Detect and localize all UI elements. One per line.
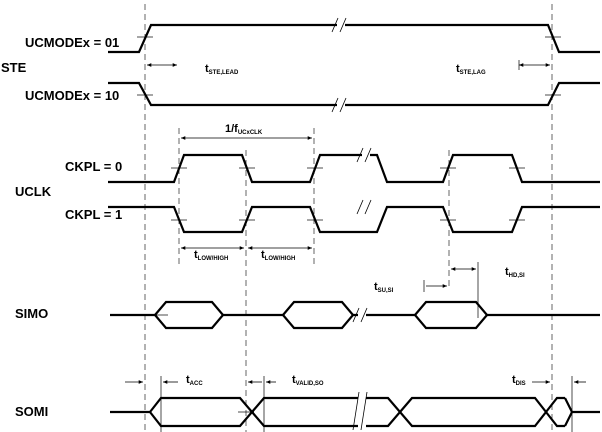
t-acc-label: tACC: [186, 374, 203, 387]
somi-label: SOMI: [15, 404, 48, 419]
waveform-ckpl-1: [108, 199, 600, 234]
ste-label: STE: [1, 60, 27, 75]
t-hd-si-label: tHD,SI: [505, 266, 525, 279]
signal-labels: UCMODEx = 01 STE UCMODEx = 10 CKPL = 0 U…: [1, 35, 122, 419]
t-low-high-label-2: tLOW/HIGH: [261, 249, 295, 262]
ckpl-1-label: CKPL = 1: [65, 207, 122, 222]
t-low-high-label-1: tLOW/HIGH: [194, 249, 228, 262]
waveform-ucmode-10: [108, 81, 600, 113]
ucmode-01-label: UCMODEx = 01: [25, 35, 119, 50]
t-dis-label: tDIS: [512, 374, 526, 387]
t-valid-so-label: tVALID,SO: [292, 374, 324, 387]
simo-label: SIMO: [15, 306, 48, 321]
timing-labels: tSTE,LEAD tSTE,LAG 1/fUCxCLK tLOW/HIGH t…: [186, 63, 526, 387]
t-ste-lag-label: tSTE,LAG: [456, 63, 486, 76]
t-ste-lead-label: tSTE,LEAD: [205, 63, 239, 76]
ucmode-10-label: UCMODEx = 10: [25, 88, 119, 103]
uclk-label: UCLK: [15, 184, 52, 199]
timing-arrows: [125, 60, 586, 432]
t-su-si-label: tSU,SI: [374, 281, 394, 294]
ckpl-0-label: CKPL = 0: [65, 159, 122, 174]
edge-ticks: [137, 36, 561, 413]
clock-period-label: 1/fUCxCLK: [225, 123, 263, 136]
waveform-ckpl-0: [108, 147, 600, 184]
waveform-simo: [110, 300, 600, 330]
waveform-ucmode-01: [108, 17, 600, 54]
waveform-somi: [110, 391, 600, 432]
